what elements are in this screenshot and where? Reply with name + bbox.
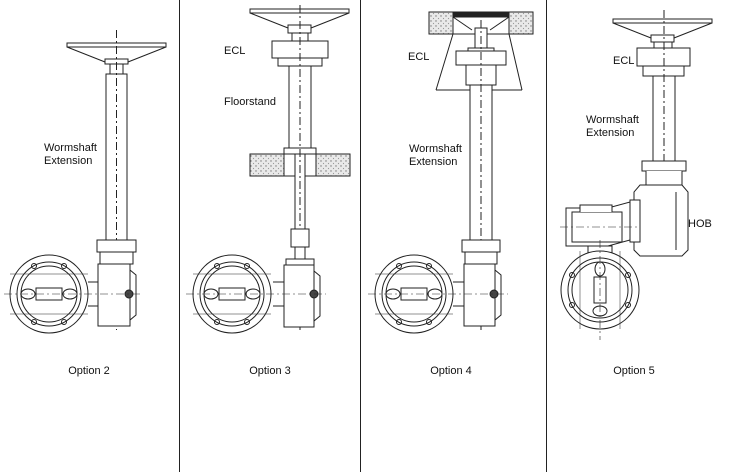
label-ecl: ECL (408, 51, 430, 63)
panel-option-3 (186, 5, 351, 334)
caption-option-2: Option 2 (68, 365, 110, 377)
gearbox (273, 258, 321, 328)
hob-gearbox (560, 201, 640, 255)
extension-flange (641, 160, 687, 172)
caption-option-5: Option 5 (613, 365, 655, 377)
label-ecl: ECL (613, 55, 635, 67)
label-wormshaft-extension: Wormshaft Extension (409, 143, 462, 168)
panel-option-4 (368, 11, 534, 334)
extension-flange (461, 239, 501, 253)
label-floorstand: Floorstand (224, 96, 276, 108)
panel-option-2 (4, 30, 167, 334)
floor-slab (249, 153, 351, 177)
panel-option-5 (560, 10, 713, 340)
caption-option-4: Option 4 (430, 365, 472, 377)
butterfly-valve (368, 254, 508, 334)
handwheel (612, 18, 713, 43)
panel-divider (179, 0, 180, 472)
label-wormshaft-extension: Wormshaft Extension (586, 114, 639, 139)
shaft (290, 5, 310, 330)
butterfly-valve (560, 240, 640, 340)
panel-divider (546, 0, 547, 472)
label-hob: HOB (688, 218, 712, 230)
label-wormshaft-extension: Wormshaft Extension (44, 142, 97, 167)
ecl-unit (435, 27, 523, 91)
butterfly-valve (4, 254, 140, 334)
gearbox (453, 251, 502, 327)
angle-gearbox (629, 171, 689, 257)
gearbox (88, 251, 137, 327)
panel-divider (360, 0, 361, 472)
extension-flange (96, 239, 137, 253)
ceiling-slab (428, 11, 534, 35)
caption-option-3: Option 3 (249, 365, 291, 377)
butterfly-valve (186, 254, 326, 334)
label-ecl: ECL (224, 45, 246, 57)
